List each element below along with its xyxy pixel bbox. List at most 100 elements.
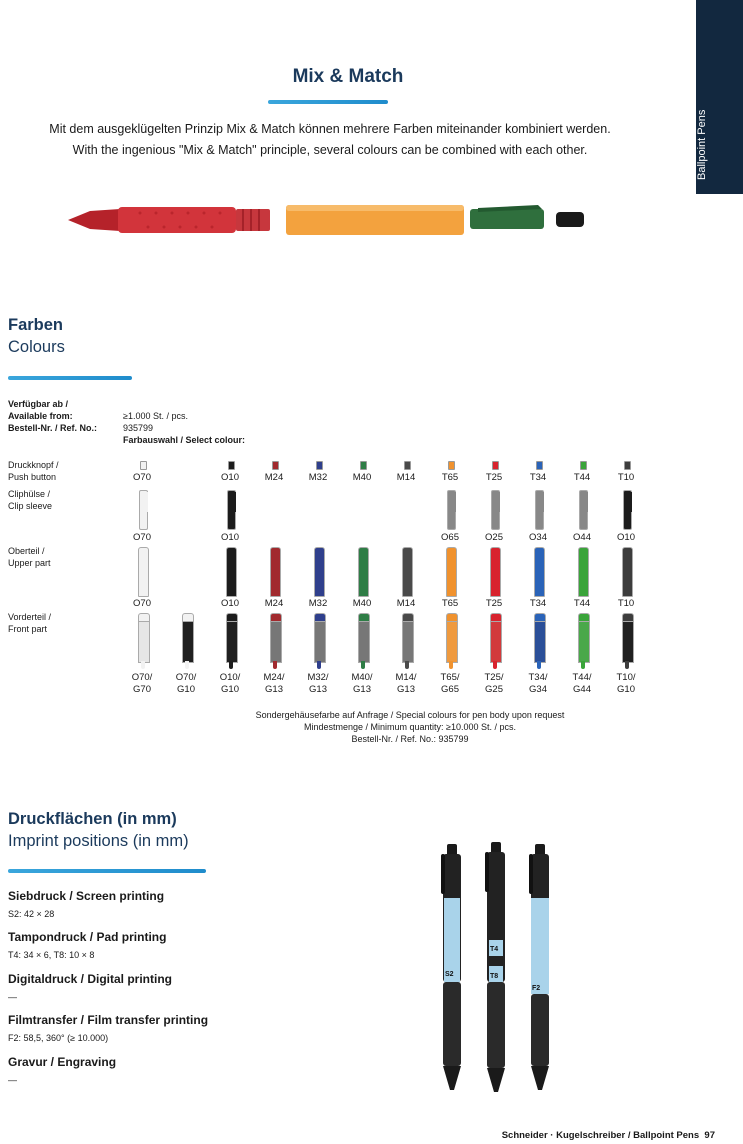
front-part-grip xyxy=(358,621,370,663)
push-button-code: O10 xyxy=(221,472,239,483)
title-underline xyxy=(268,100,388,104)
push-button-code: T65 xyxy=(441,472,459,483)
row-label-push-de: Druckknopf / xyxy=(8,460,59,470)
upper-part-swatch xyxy=(446,547,457,597)
pen-pad-print: T4 T8 xyxy=(485,842,505,1092)
imprint-method-value: T4: 34 × 6, T8: 10 × 8 xyxy=(8,950,95,960)
push-button-swatch xyxy=(448,461,455,470)
push-button-code: M24 xyxy=(264,472,284,483)
push-button-code: T44 xyxy=(573,472,591,483)
front-part-code: T10/ G10 xyxy=(616,672,636,695)
upper-part-swatch xyxy=(270,547,281,597)
imprint-method-title: Filmtransfer / Film transfer printing xyxy=(8,1013,209,1027)
upper-part-code: T25 xyxy=(485,598,503,609)
upper-part-swatch xyxy=(534,547,545,597)
front-part-tip xyxy=(273,661,277,669)
upper-part-swatch xyxy=(226,547,237,597)
push-button-swatch xyxy=(624,461,631,470)
available-label-1: Verfügbar ab / xyxy=(8,399,69,409)
clip-sleeve-code: O10 xyxy=(221,532,239,543)
page-footer: Schneider · Kugelschreiber / Ballpoint P… xyxy=(502,1130,715,1141)
front-part-tip xyxy=(405,661,409,669)
upper-part-code: M40 xyxy=(352,598,372,609)
push-button-code: T34 xyxy=(529,472,547,483)
pen-label-s2: S2 xyxy=(445,971,454,978)
push-button-swatch xyxy=(360,461,367,470)
push-button-swatch xyxy=(272,461,279,470)
clip-sleeve-code: O44 xyxy=(573,532,591,543)
front-part-tip xyxy=(449,661,453,669)
front-part-grip xyxy=(446,621,458,663)
pen-film-transfer: F2 xyxy=(529,844,549,1090)
exploded-pen-illustration xyxy=(68,205,584,235)
clip-sleeve-clip xyxy=(586,492,588,512)
upper-part-code: M24 xyxy=(264,598,284,609)
upper-part-code: M32 xyxy=(308,598,328,609)
clip-sleeve-clip xyxy=(234,492,236,512)
black-push-button xyxy=(556,212,584,227)
front-part-grip xyxy=(402,621,414,663)
front-part-tip xyxy=(537,661,541,669)
front-part-code: M32/ G13 xyxy=(307,672,329,695)
front-part-tip xyxy=(229,661,233,669)
front-part-tip xyxy=(361,661,365,669)
push-button-swatch xyxy=(536,461,543,470)
imprint-positions-illustration: S2 T4 T8 F2 xyxy=(441,842,549,1092)
upper-part-swatch xyxy=(314,547,325,597)
clip-sleeve-clip xyxy=(146,492,148,512)
upper-part-code: M14 xyxy=(396,598,416,609)
front-part-grip xyxy=(578,621,590,663)
front-part-code: O70/ G70 xyxy=(131,672,153,695)
front-part-code: O70/ G10 xyxy=(175,672,197,695)
upper-part-code: T44 xyxy=(573,598,591,609)
intro-en: With the ingenious "Mix & Match" princip… xyxy=(72,143,588,157)
imprint-heading-de: Druckflächen (in mm) xyxy=(8,810,177,828)
front-part-tip xyxy=(493,661,497,669)
pen-label-f2: F2 xyxy=(532,985,540,992)
clip-sleeve-code: O65 xyxy=(441,532,459,543)
imprint-method: Siebdruck / Screen printing S2: 42 × 28 xyxy=(8,889,208,930)
clip-sleeve-clip xyxy=(454,492,456,512)
clip-sleeve-code: O34 xyxy=(529,532,547,543)
pen-label-t4: T4 xyxy=(490,946,498,953)
colours-heading-de: Farben xyxy=(8,316,64,334)
upper-part-code: T34 xyxy=(529,598,547,609)
push-button-swatch xyxy=(140,461,147,470)
imprint-method: Digitaldruck / Digital printing — xyxy=(8,972,208,1013)
front-part-grip xyxy=(490,621,502,663)
front-part-grip xyxy=(226,621,238,663)
front-part-tip xyxy=(625,661,629,669)
note-ref-number: Bestell-Nr. / Ref. No.: 935799 xyxy=(351,734,469,744)
upper-part-code: T65 xyxy=(441,598,459,609)
clip-sleeve-clip xyxy=(498,492,500,512)
row-label-front-en: Front part xyxy=(8,624,48,634)
front-part-tip xyxy=(185,661,189,669)
imprint-method-value: S2: 42 × 28 xyxy=(8,909,55,919)
front-part-grip xyxy=(534,621,546,663)
front-part-tip xyxy=(581,661,585,669)
ref-label: Bestell-Nr. / Ref. No.: xyxy=(8,423,98,433)
clip-sleeve-clip xyxy=(630,492,632,512)
imprint-method-value: — xyxy=(8,1075,17,1085)
push-button-swatch xyxy=(492,461,499,470)
front-part-tip xyxy=(317,661,321,669)
available-value: ≥1.000 St. / pcs. xyxy=(123,411,188,421)
front-part-grip xyxy=(270,621,282,663)
row-label-clip: Cliphülse / Clip sleeve xyxy=(8,488,52,512)
imprint-method: Gravur / Engraving — xyxy=(8,1055,208,1085)
intro-text: Mit dem ausgeklügelten Prinzip Mix & Mat… xyxy=(10,119,650,161)
row-label-clip-en: Clip sleeve xyxy=(8,501,53,511)
front-part-grip xyxy=(314,621,326,663)
upper-part-swatch xyxy=(138,547,149,597)
clip-sleeve-code: O25 xyxy=(485,532,503,543)
push-button-swatch xyxy=(580,461,587,470)
front-part-code: T44/ G44 xyxy=(572,672,592,695)
front-part-tip xyxy=(141,661,145,669)
push-button-swatch xyxy=(228,461,235,470)
clip-sleeve-clip xyxy=(542,492,544,512)
imprint-method: Tampondruck / Pad printing T4: 34 × 6, T… xyxy=(8,930,208,972)
colours-underline xyxy=(8,376,132,380)
imprint-method-list: Siebdruck / Screen printing S2: 42 × 28 … xyxy=(8,889,208,1085)
row-label-front-de: Vorderteil / xyxy=(8,612,52,622)
row-label-upper-en: Upper part xyxy=(8,558,51,568)
